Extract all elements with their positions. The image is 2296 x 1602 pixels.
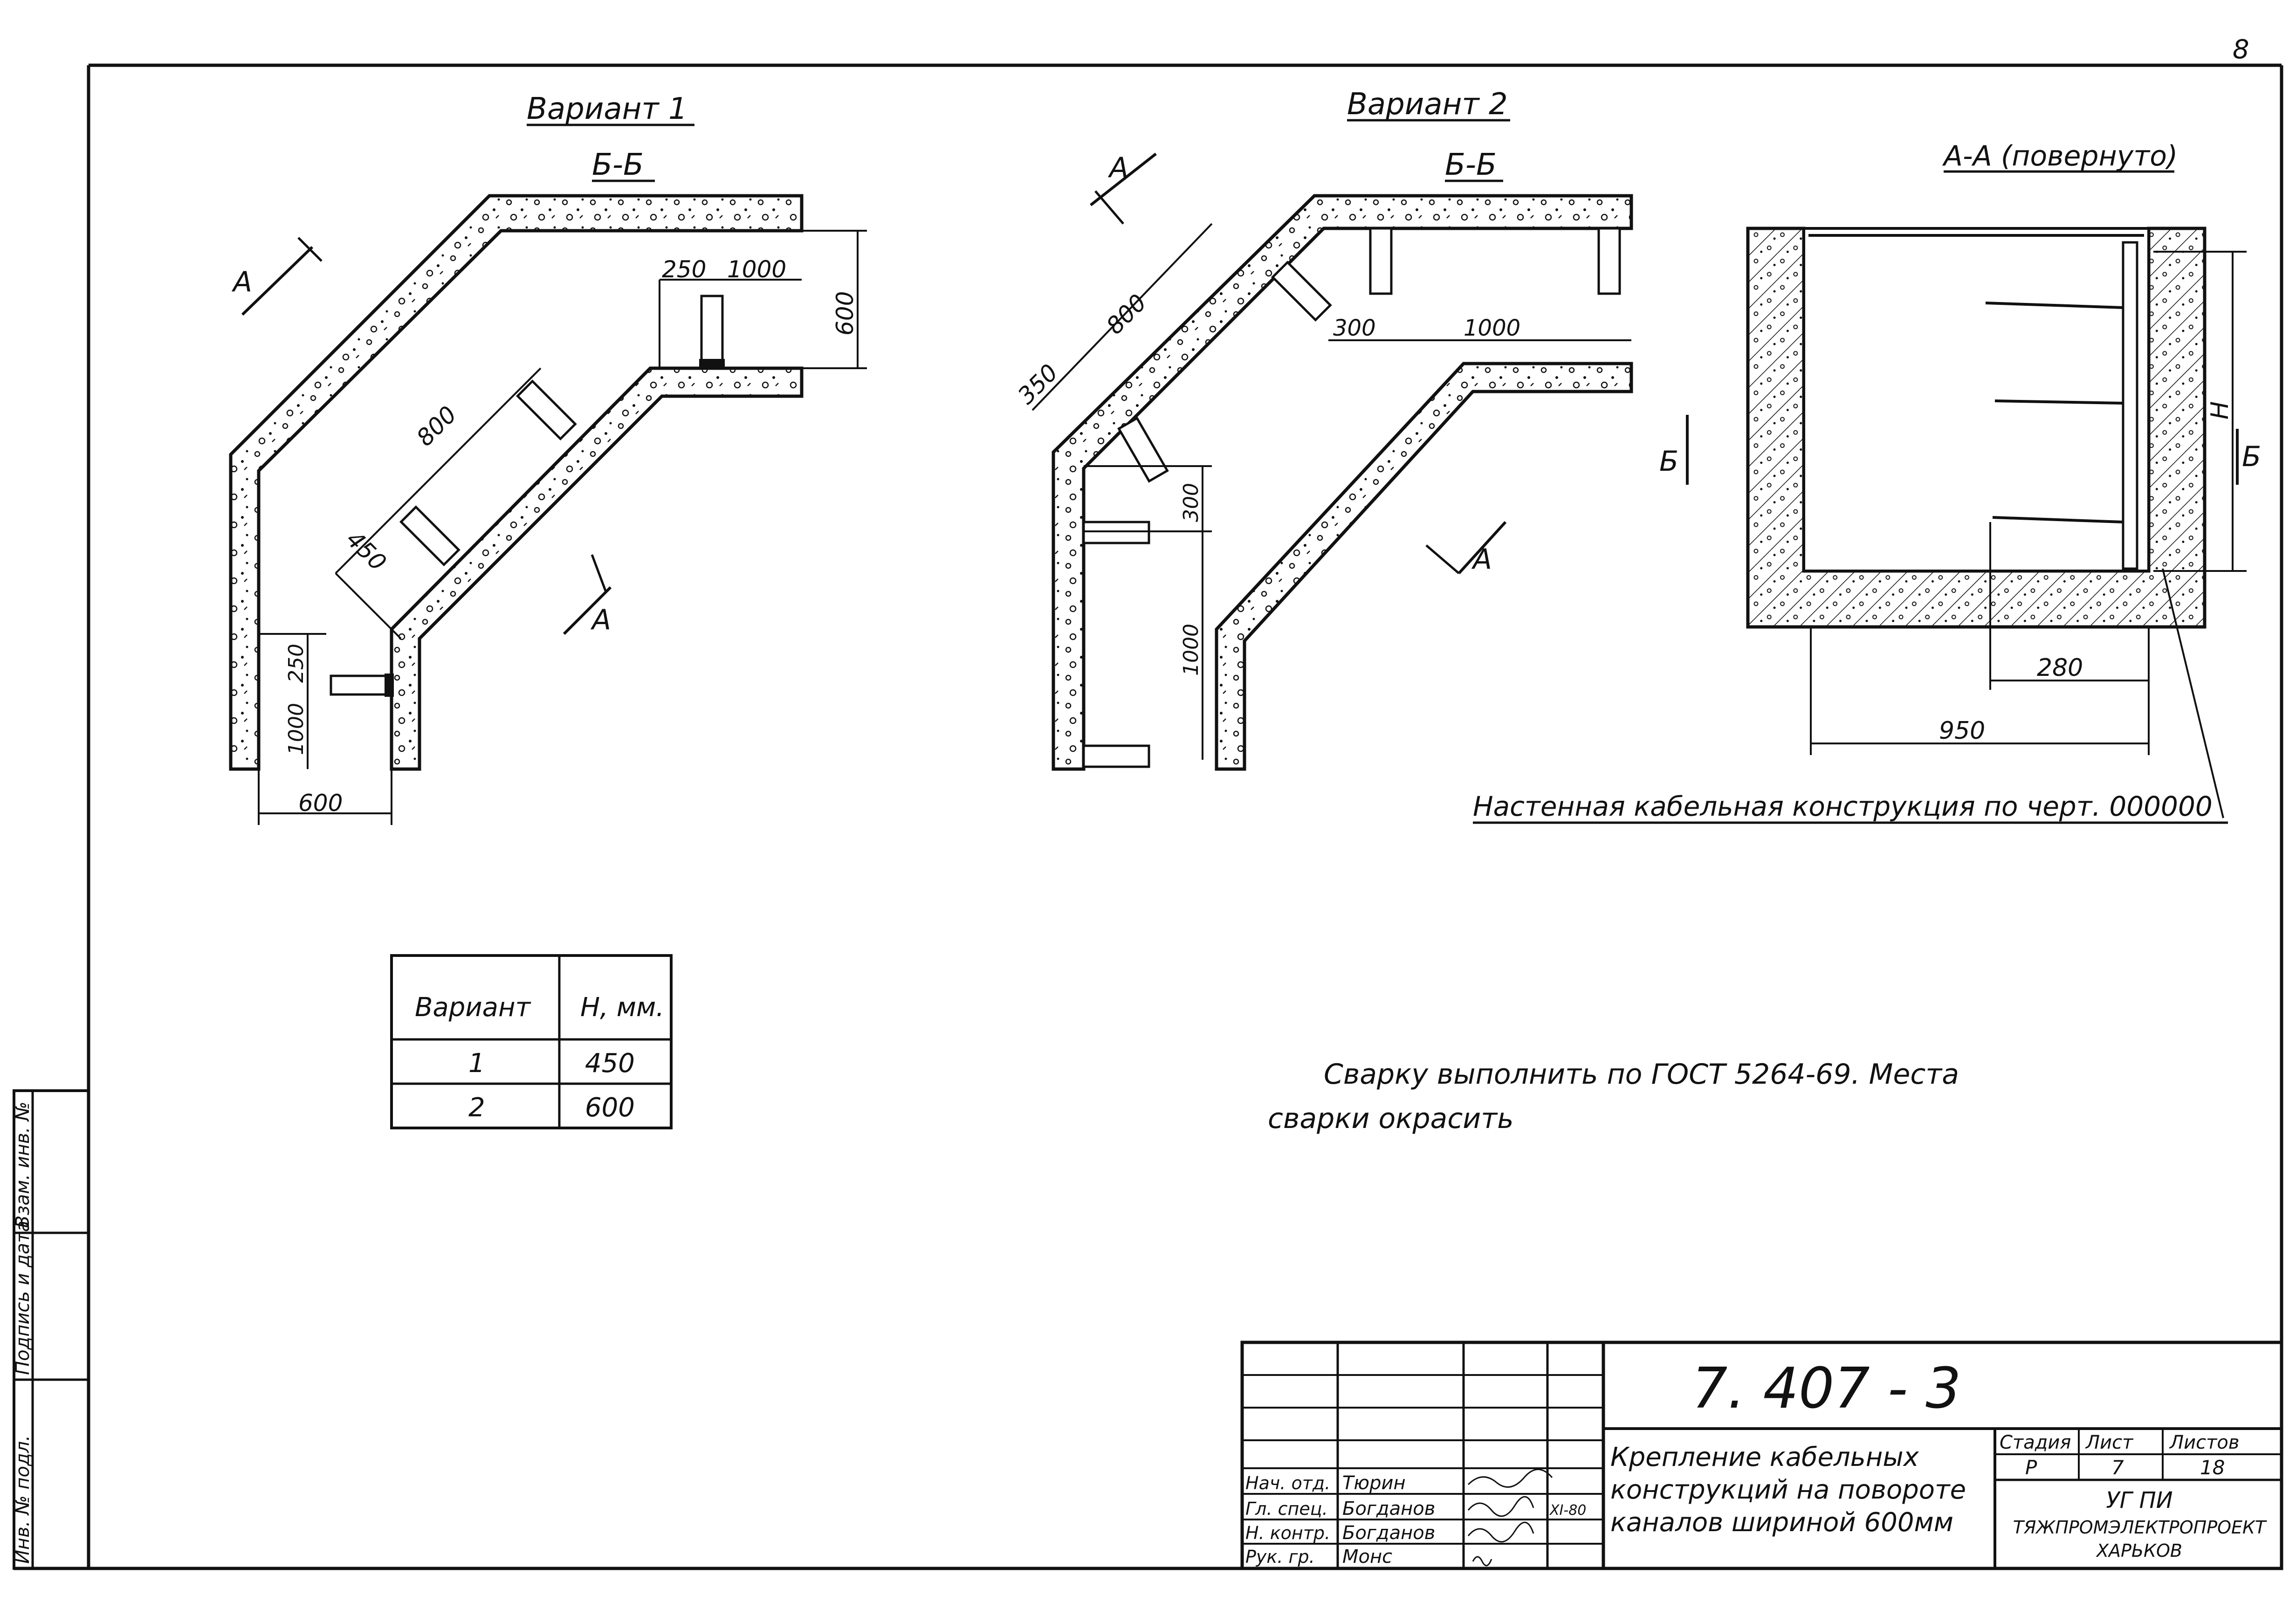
section-aa-title: А-А (повернуто) bbox=[1942, 140, 2178, 172]
sheet-value: 7 bbox=[2111, 1456, 2124, 1479]
v1-dim-600-bottom: 600 bbox=[298, 790, 343, 817]
person1-role: Нач. отд. bbox=[1245, 1473, 1330, 1493]
sheets-value: 18 bbox=[2200, 1456, 2225, 1479]
v1-dim-1000-top: 1000 bbox=[727, 256, 786, 283]
section-aa-callout: Настенная кабельная конструкция по черт.… bbox=[1473, 791, 2213, 822]
org-line3: ХАРЬКОВ bbox=[2096, 1540, 2182, 1561]
page-number: 8 bbox=[2233, 34, 2249, 65]
side-stamp-replace-label: Взам. инв. № bbox=[12, 1101, 34, 1228]
variant2-section-label: Б-Б bbox=[1445, 148, 1497, 182]
signature-1 bbox=[1467, 1469, 1553, 1488]
v2-dim-350: 350 bbox=[1012, 359, 1063, 409]
note-line1: Сварку выполнить по ГОСТ 5264-69. Места bbox=[1324, 1058, 1959, 1091]
table-row1-variant: 1 bbox=[468, 1048, 485, 1079]
variant1-section-label: Б-Б bbox=[592, 148, 644, 182]
person3-role: Н. контр. bbox=[1245, 1523, 1330, 1543]
section-aa-label-right: Б bbox=[2242, 440, 2261, 473]
table-row1-height: 450 bbox=[585, 1048, 635, 1079]
section-aa-label-left: Б bbox=[1659, 445, 1678, 478]
person1-name: Тюрин bbox=[1342, 1472, 1406, 1494]
v1-dim-450: 450 bbox=[341, 525, 392, 576]
org-line1: УГ ПИ bbox=[2106, 1487, 2172, 1513]
signature-3 bbox=[1467, 1521, 1534, 1543]
side-stamp-sign-label: Подпись и дата bbox=[12, 1221, 34, 1375]
table-header-height: Н, мм. bbox=[580, 992, 664, 1023]
table-header-variant: Вариант bbox=[415, 992, 531, 1023]
section-aa-dim-h: Н bbox=[2206, 401, 2234, 419]
variant1-drawing: Вариант 1 Б-Б 250 1000 600 800 4 bbox=[229, 92, 867, 825]
person2-date: XI-80 bbox=[1549, 1502, 1586, 1519]
v2-dim-300-left: 300 bbox=[1179, 483, 1203, 522]
person4-name: Монс bbox=[1342, 1546, 1392, 1568]
v1-dim-250-top: 250 bbox=[662, 256, 706, 283]
stage-header: Стадия bbox=[2000, 1432, 2071, 1453]
side-stamp-inv-label: Инв. № подл. bbox=[12, 1435, 34, 1564]
signature-4 bbox=[1472, 1556, 1492, 1567]
v2-arrow-label-bottom: А bbox=[1471, 543, 1492, 576]
variant1-title: Вариант 1 bbox=[527, 92, 687, 126]
person2-name: Богданов bbox=[1342, 1498, 1435, 1519]
v1-dim-600-right: 600 bbox=[832, 291, 859, 336]
person3-name: Богданов bbox=[1342, 1522, 1435, 1544]
v2-dim-300-top: 300 bbox=[1333, 315, 1376, 341]
section-aa-drawing: А-А (повернуто) Н Б Б 280 950 Настенная … bbox=[1473, 140, 2261, 824]
v1-dim-800: 800 bbox=[411, 401, 461, 451]
table-row2-variant: 2 bbox=[468, 1093, 485, 1123]
side-stamp: Инв. № подл. Подпись и дата Взам. инв. № bbox=[12, 1089, 90, 1570]
section-aa-dim-280: 280 bbox=[2037, 654, 2083, 682]
sheets-header: Листов bbox=[2169, 1432, 2239, 1453]
sheet-header: Лист bbox=[2085, 1432, 2134, 1453]
person4-role: Рук. гр. bbox=[1245, 1547, 1315, 1567]
variant2-drawing: Вариант 2 Б-Б 800 350 300 1000 300 1000 … bbox=[1012, 87, 1633, 771]
table-row2-height: 600 bbox=[585, 1093, 635, 1123]
variant2-title: Вариант 2 bbox=[1347, 87, 1508, 122]
v1-dim-250-left: 250 bbox=[284, 644, 308, 683]
org-line2: ТЯЖПРОМЭЛЕКТРОПРОЕКТ bbox=[2013, 1517, 2267, 1538]
doc-title-line1: Крепление кабельных bbox=[1610, 1442, 1919, 1472]
stage-value: Р bbox=[2025, 1456, 2037, 1479]
doc-number: 7. 407 - 3 bbox=[1692, 1356, 1961, 1421]
note-line2: сварки окрасить bbox=[1268, 1102, 1514, 1135]
v1-arrow-label-top: А bbox=[231, 266, 252, 298]
v2-dim-1000-top: 1000 bbox=[1464, 315, 1520, 341]
section-aa-dim-950: 950 bbox=[1939, 717, 1985, 745]
welding-note: Сварку выполнить по ГОСТ 5264-69. Места … bbox=[1268, 1058, 1959, 1135]
v2-dim-1000-left: 1000 bbox=[1179, 624, 1203, 676]
person2-role: Гл. спец. bbox=[1245, 1499, 1328, 1519]
v1-dim-1000-left: 1000 bbox=[284, 703, 308, 755]
doc-title-line3: каналов шириной 600мм bbox=[1610, 1507, 1953, 1538]
v1-arrow-label-bottom: А bbox=[590, 604, 611, 636]
v2-arrow-label-top: А bbox=[1107, 151, 1128, 184]
doc-title-line2: конструкций на повороте bbox=[1610, 1475, 1966, 1505]
variant-height-table: Вариант Н, мм. 1 450 2 600 bbox=[390, 954, 673, 1129]
signature-2 bbox=[1467, 1496, 1534, 1517]
title-block: 7. 407 - 3 Крепление кабельных конструкц… bbox=[1240, 1341, 2283, 1570]
